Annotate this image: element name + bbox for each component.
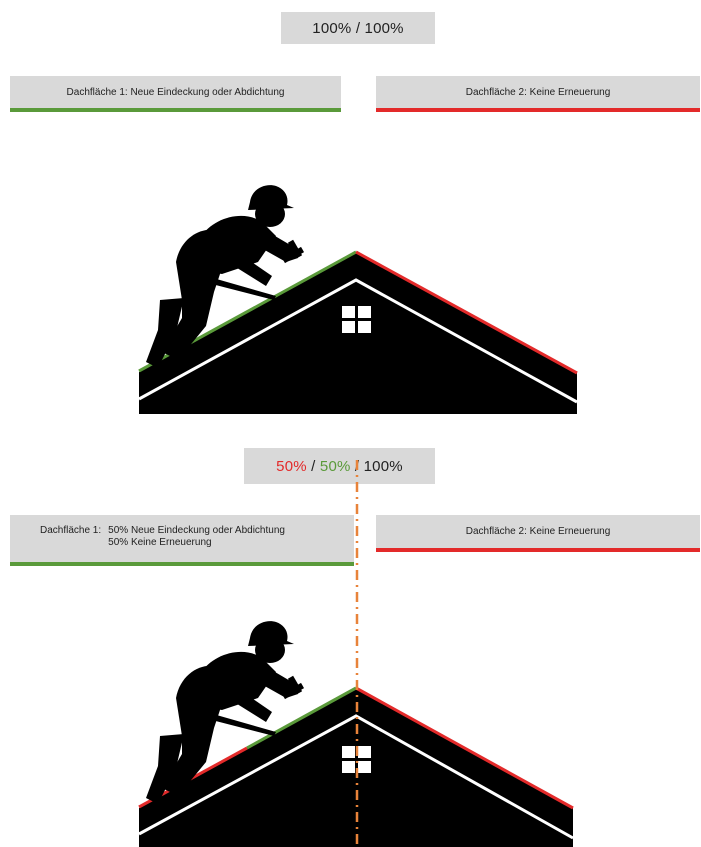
scenario-2-illustration bbox=[0, 0, 701, 847]
